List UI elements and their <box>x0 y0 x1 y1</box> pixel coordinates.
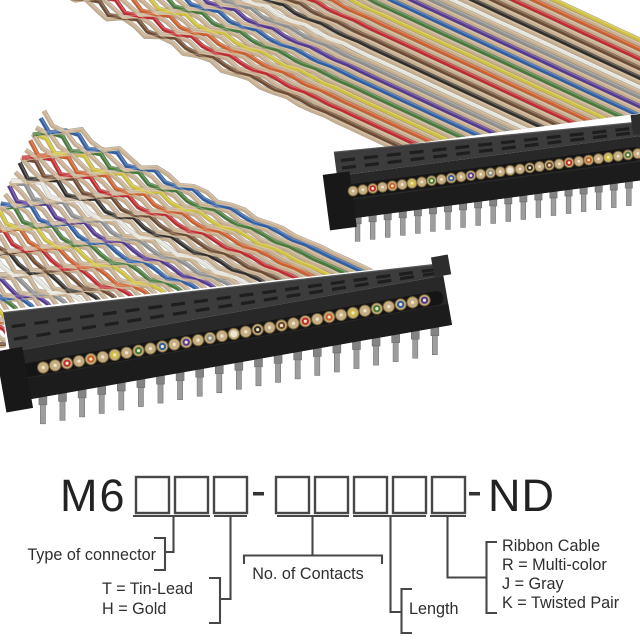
upper-right-connector <box>322 112 640 242</box>
label-type-of-connector: Type of connector <box>27 546 156 564</box>
part-number-separator-2: - <box>467 465 482 516</box>
digit-box <box>352 475 389 515</box>
label-ribbon-gray: J = Gray <box>502 575 564 593</box>
label-ribbon-twisted-pair: K = Twisted Pair <box>502 594 620 612</box>
part-number-prefix: M6 <box>60 470 127 521</box>
label-no-of-contacts: No. of Contacts <box>252 565 364 583</box>
part-number-separator-1: - <box>251 465 266 516</box>
label-ribbon-cable: Ribbon Cable <box>502 537 601 555</box>
digit-box <box>313 475 350 515</box>
part-number-suffix: ND <box>488 470 555 521</box>
digit-box <box>274 475 311 515</box>
digit-box <box>430 475 467 515</box>
label-plating-tin-lead: T = Tin-Lead <box>102 580 194 598</box>
upper-right-connector-wire-ends <box>347 148 640 197</box>
digit-box <box>212 475 249 515</box>
label-ribbon-multicolor: R = Multi-color <box>502 556 607 574</box>
digit-box <box>134 475 171 515</box>
label-length: Length <box>409 600 459 618</box>
lower-left-connector-wire-ends <box>37 294 431 374</box>
digit-box <box>173 475 210 515</box>
part-number-diagram <box>133 475 497 635</box>
lower-left-connector <box>0 254 452 425</box>
label-plating-gold: H = Gold <box>102 600 167 618</box>
upper-wire-band <box>56 0 640 154</box>
digit-box <box>391 475 428 515</box>
